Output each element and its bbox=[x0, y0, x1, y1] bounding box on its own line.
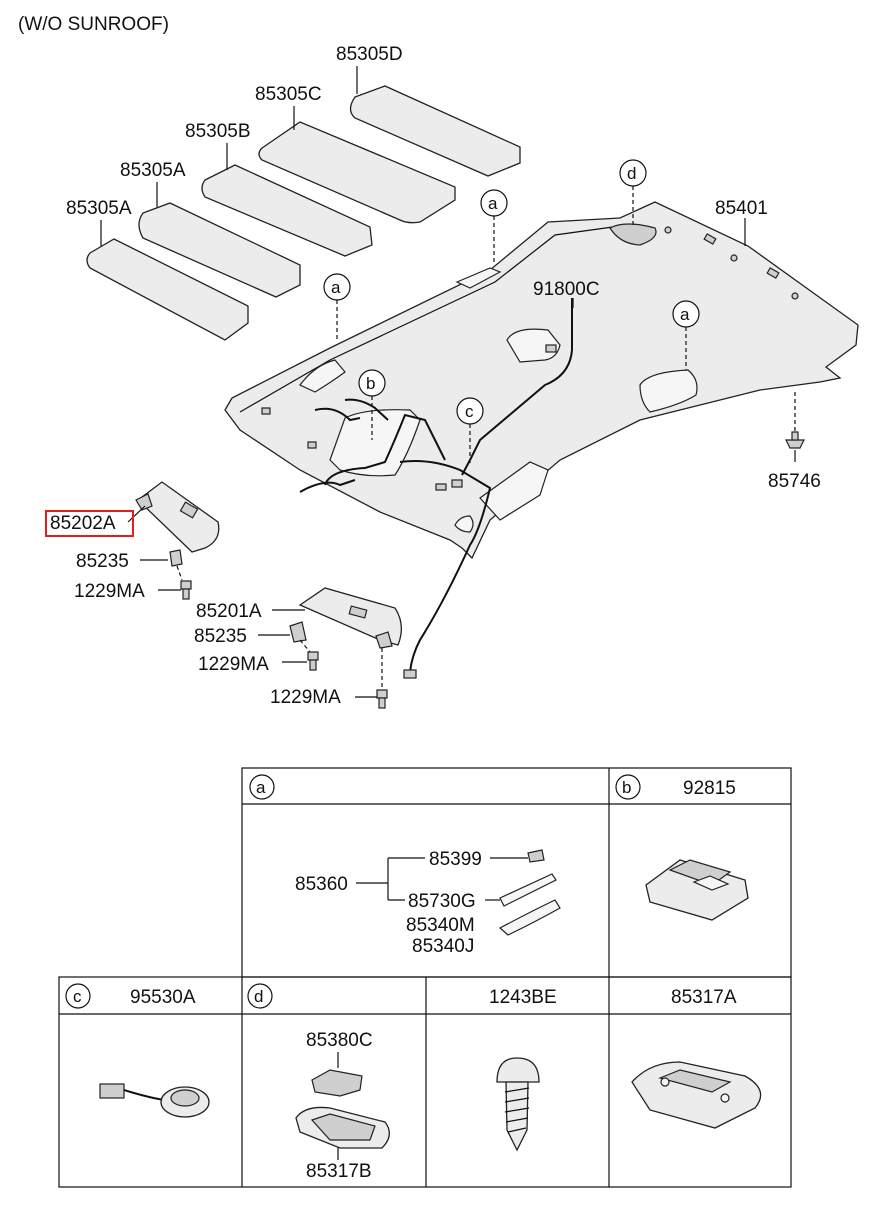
cell-a-item-85340m: 85340M bbox=[406, 915, 475, 936]
cell-c-part: 95530A bbox=[130, 987, 196, 1008]
cell-a: a 85360 85399 85730G 85340M 85340J bbox=[249, 774, 561, 957]
handle-85340-icon bbox=[498, 899, 561, 936]
lamp-85317a-icon bbox=[631, 1061, 762, 1129]
callout-b: b bbox=[358, 369, 386, 440]
retainer-lh-label: 85235 bbox=[194, 626, 247, 647]
cell-f: 85317A bbox=[631, 987, 762, 1129]
cell-a-item-85399: 85399 bbox=[429, 849, 482, 870]
cell-d-bottom-part: 85317B bbox=[306, 1161, 372, 1182]
callout-d: d bbox=[619, 159, 647, 226]
visor-lh-label: 85201A bbox=[196, 601, 262, 622]
cell-a-parent: 85360 bbox=[295, 874, 348, 895]
roof-pad-a-lower bbox=[86, 238, 249, 341]
cell-c: c 95530A bbox=[65, 983, 210, 1118]
lamp-85317b-icon bbox=[295, 1106, 390, 1149]
callout-a-top: a bbox=[480, 189, 508, 262]
pad-label-b: 85305B bbox=[185, 121, 251, 142]
screw-lh-2 bbox=[376, 648, 388, 709]
pad-label-a-lower: 85305A bbox=[66, 198, 132, 219]
callout-a-left: a bbox=[323, 273, 351, 340]
screw-rh-label: 1229MA bbox=[74, 581, 145, 602]
svg-text:a: a bbox=[331, 278, 341, 297]
cell-d-letter: d bbox=[254, 987, 263, 1006]
detail-table-grid bbox=[58, 767, 792, 1188]
cell-d-top-part: 85380C bbox=[306, 1030, 373, 1051]
wiring-harness bbox=[299, 298, 573, 679]
cell-d: d 85380C 85317B bbox=[247, 983, 390, 1182]
svg-text:b: b bbox=[366, 374, 375, 393]
cell-a-item-85340j: 85340J bbox=[412, 936, 474, 957]
callout-c: c bbox=[456, 397, 484, 465]
sensor-95530a-icon bbox=[99, 1083, 210, 1118]
callout-a-right: a bbox=[672, 300, 700, 370]
visor-rh-highlight bbox=[45, 510, 134, 537]
svg-text:d: d bbox=[627, 164, 636, 183]
roof-pad-a-upper bbox=[138, 202, 301, 298]
room-lamp-icon bbox=[645, 859, 749, 921]
cell-e-part: 1243BE bbox=[489, 987, 557, 1008]
clip-label: 85746 bbox=[768, 471, 821, 492]
retainer-rh bbox=[169, 549, 183, 581]
svg-text:a: a bbox=[488, 194, 498, 213]
cell-b-letter: b bbox=[622, 778, 631, 797]
cell-a-letter: a bbox=[256, 778, 266, 797]
screw-1243be-icon bbox=[496, 1057, 540, 1152]
cell-c-letter: c bbox=[73, 987, 82, 1006]
clip-85746 bbox=[785, 392, 805, 449]
pad-label-c: 85305C bbox=[255, 84, 322, 105]
roof-pad-c bbox=[258, 121, 456, 224]
screw-lh-1 bbox=[307, 651, 319, 671]
clip-85399-icon bbox=[527, 849, 545, 863]
svg-text:c: c bbox=[465, 402, 474, 421]
roof-pad-d bbox=[349, 85, 521, 177]
bracket-85730g-icon bbox=[499, 873, 557, 907]
pad-label-d: 85305D bbox=[336, 44, 403, 65]
cell-e: 1243BE bbox=[489, 987, 557, 1152]
visor-rh-label: 85202A bbox=[50, 513, 116, 534]
headlining-panel bbox=[224, 201, 859, 560]
retainer-rh-label: 85235 bbox=[76, 551, 129, 572]
roof-pad-b bbox=[201, 164, 373, 257]
screw-lh-1-label: 1229MA bbox=[198, 654, 269, 675]
wiring-label: 91800C bbox=[533, 279, 600, 300]
cell-a-item-85730g: 85730G bbox=[408, 891, 476, 912]
lens-85380c-icon bbox=[311, 1069, 363, 1097]
variant-title: (W/O SUNROOF) bbox=[18, 14, 169, 35]
pad-label-a-upper: 85305A bbox=[120, 160, 186, 181]
screw-rh bbox=[180, 580, 192, 600]
retainer-lh bbox=[289, 621, 311, 653]
headlining-label: 85401 bbox=[715, 198, 768, 219]
sun-visor-rh bbox=[135, 481, 220, 553]
cell-b-part: 92815 bbox=[683, 778, 736, 799]
svg-text:a: a bbox=[680, 305, 690, 324]
cell-f-part: 85317A bbox=[671, 987, 737, 1008]
screw-lh-2-label: 1229MA bbox=[270, 687, 341, 708]
cell-b: b 92815 bbox=[615, 774, 749, 921]
sun-visor-lh bbox=[298, 587, 402, 649]
